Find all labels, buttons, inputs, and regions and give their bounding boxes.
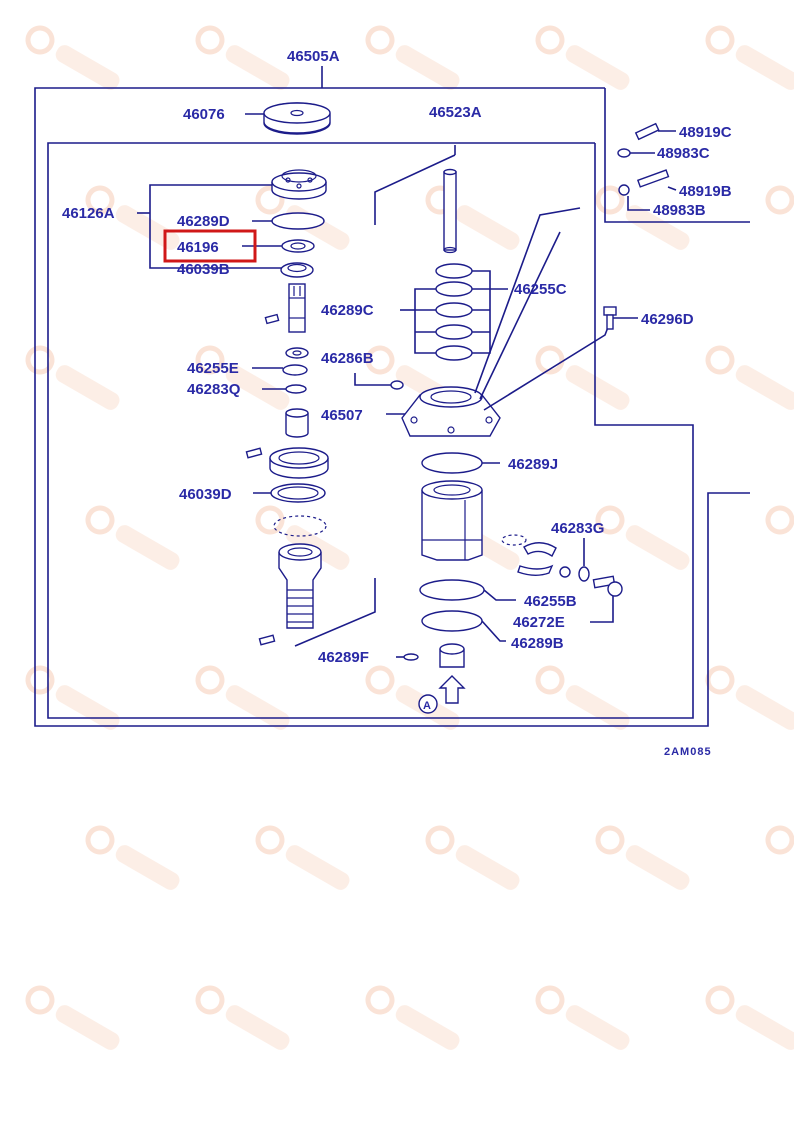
watermark-logo (595, 185, 690, 250)
part-46283Q-ring (285, 384, 307, 394)
callout-46289F: 46289F (318, 649, 369, 666)
part-46126A-cap (271, 169, 327, 200)
watermark-logo (195, 985, 290, 1050)
part-small-washer (285, 347, 309, 359)
watermark-logo (85, 825, 180, 890)
part-46283G-clip (517, 538, 623, 623)
watermark-layer (25, 25, 794, 1050)
callout-46286B: 46286B (321, 350, 374, 367)
part-46255B-ring (419, 579, 485, 601)
watermark-logo (85, 505, 180, 570)
watermark-logo (195, 345, 290, 410)
watermark-logo (25, 985, 120, 1050)
callout-46076: 46076 (183, 106, 225, 123)
callout-46283G: 46283G (551, 520, 604, 537)
part-48983C-washer (617, 148, 655, 158)
callout-46289C: 46289C (321, 302, 374, 319)
callout-labels: 46505A 46076 46523A 48919C 48983C 48919B… (62, 48, 732, 758)
watermark-logo (255, 825, 350, 890)
part-piston (421, 480, 527, 561)
part-shaft (264, 283, 306, 333)
callout-46283Q: 46283Q (187, 381, 241, 398)
watermark-logo (705, 665, 794, 730)
callout-46272E: 46272E (513, 614, 565, 631)
watermark-logo (595, 505, 690, 570)
watermark-logo (425, 825, 520, 890)
watermark-logo (25, 345, 120, 410)
part-worm-shaft (258, 543, 322, 646)
leader-lines (137, 184, 516, 658)
part-ball-ring (273, 515, 327, 537)
part-46289B-ring (421, 610, 483, 632)
part-48919C-fitting (634, 122, 676, 141)
frame-lines (34, 66, 750, 727)
callout-48919B: 48919B (679, 183, 732, 200)
callout-48983C: 48983C (657, 145, 710, 162)
watermark-logo (25, 25, 120, 90)
callout-46039B: 46039B (177, 261, 230, 278)
watermark-logo (535, 345, 630, 410)
part-46196-washer (281, 239, 315, 253)
diagram-code: 2AM085 (664, 746, 712, 758)
watermark-logo (365, 985, 460, 1050)
callout-46289D: 46289D (177, 213, 230, 230)
callout-46039D: 46039D (179, 486, 232, 503)
view-arrow (418, 675, 466, 714)
part-sleeve (245, 408, 309, 459)
part-46289D-oring (271, 212, 325, 230)
watermark-logo (25, 665, 120, 730)
callout-46255E: 46255E (187, 360, 239, 377)
part-46039B-bearing (280, 262, 314, 278)
part-46039D-bearing-cage (270, 483, 326, 503)
callout-46255B: 46255B (524, 593, 577, 610)
callout-46196: 46196 (177, 239, 219, 256)
part-48919B-fitting (636, 169, 677, 191)
highlight-box (163, 229, 257, 263)
watermark-logo (535, 25, 630, 90)
watermark-logo (705, 985, 794, 1050)
watermark-logo (365, 25, 460, 90)
watermark-logo (425, 185, 520, 250)
callout-46289J: 46289J (508, 456, 558, 473)
callout-46126A: 46126A (62, 205, 115, 222)
callout-46523A: 46523A (429, 104, 482, 121)
part-46255E-ring (282, 364, 308, 376)
watermark-logo (705, 345, 794, 410)
part-46255C-rings (400, 263, 508, 361)
callout-46507: 46507 (321, 407, 363, 424)
part-plug (403, 643, 465, 668)
watermark-logo (535, 985, 630, 1050)
watermark-logo (765, 505, 794, 535)
watermark-logo (765, 825, 794, 855)
callout-46289B: 46289B (511, 635, 564, 652)
part-48983B-washer (618, 184, 650, 211)
watermark-logo (195, 25, 290, 90)
callout-46296D: 46296D (641, 311, 694, 328)
callout-48983B: 48983B (653, 202, 706, 219)
part-46507-housing (354, 207, 611, 437)
callout-46255C: 46255C (514, 281, 567, 298)
part-46289J-oring (421, 452, 483, 474)
part-race (269, 447, 329, 479)
callout-48919C: 48919C (679, 124, 732, 141)
callout-46505A: 46505A (287, 48, 340, 65)
part-46076-disc (245, 102, 331, 135)
watermark-logo (535, 665, 630, 730)
watermark-logo (595, 825, 690, 890)
watermark-logo (195, 665, 290, 730)
part-46523A-rod (374, 145, 457, 254)
view-marker-label: A (423, 700, 431, 712)
part-46296D-bolt (603, 306, 638, 330)
watermark-logo (705, 25, 794, 90)
watermark-logo (765, 185, 794, 215)
